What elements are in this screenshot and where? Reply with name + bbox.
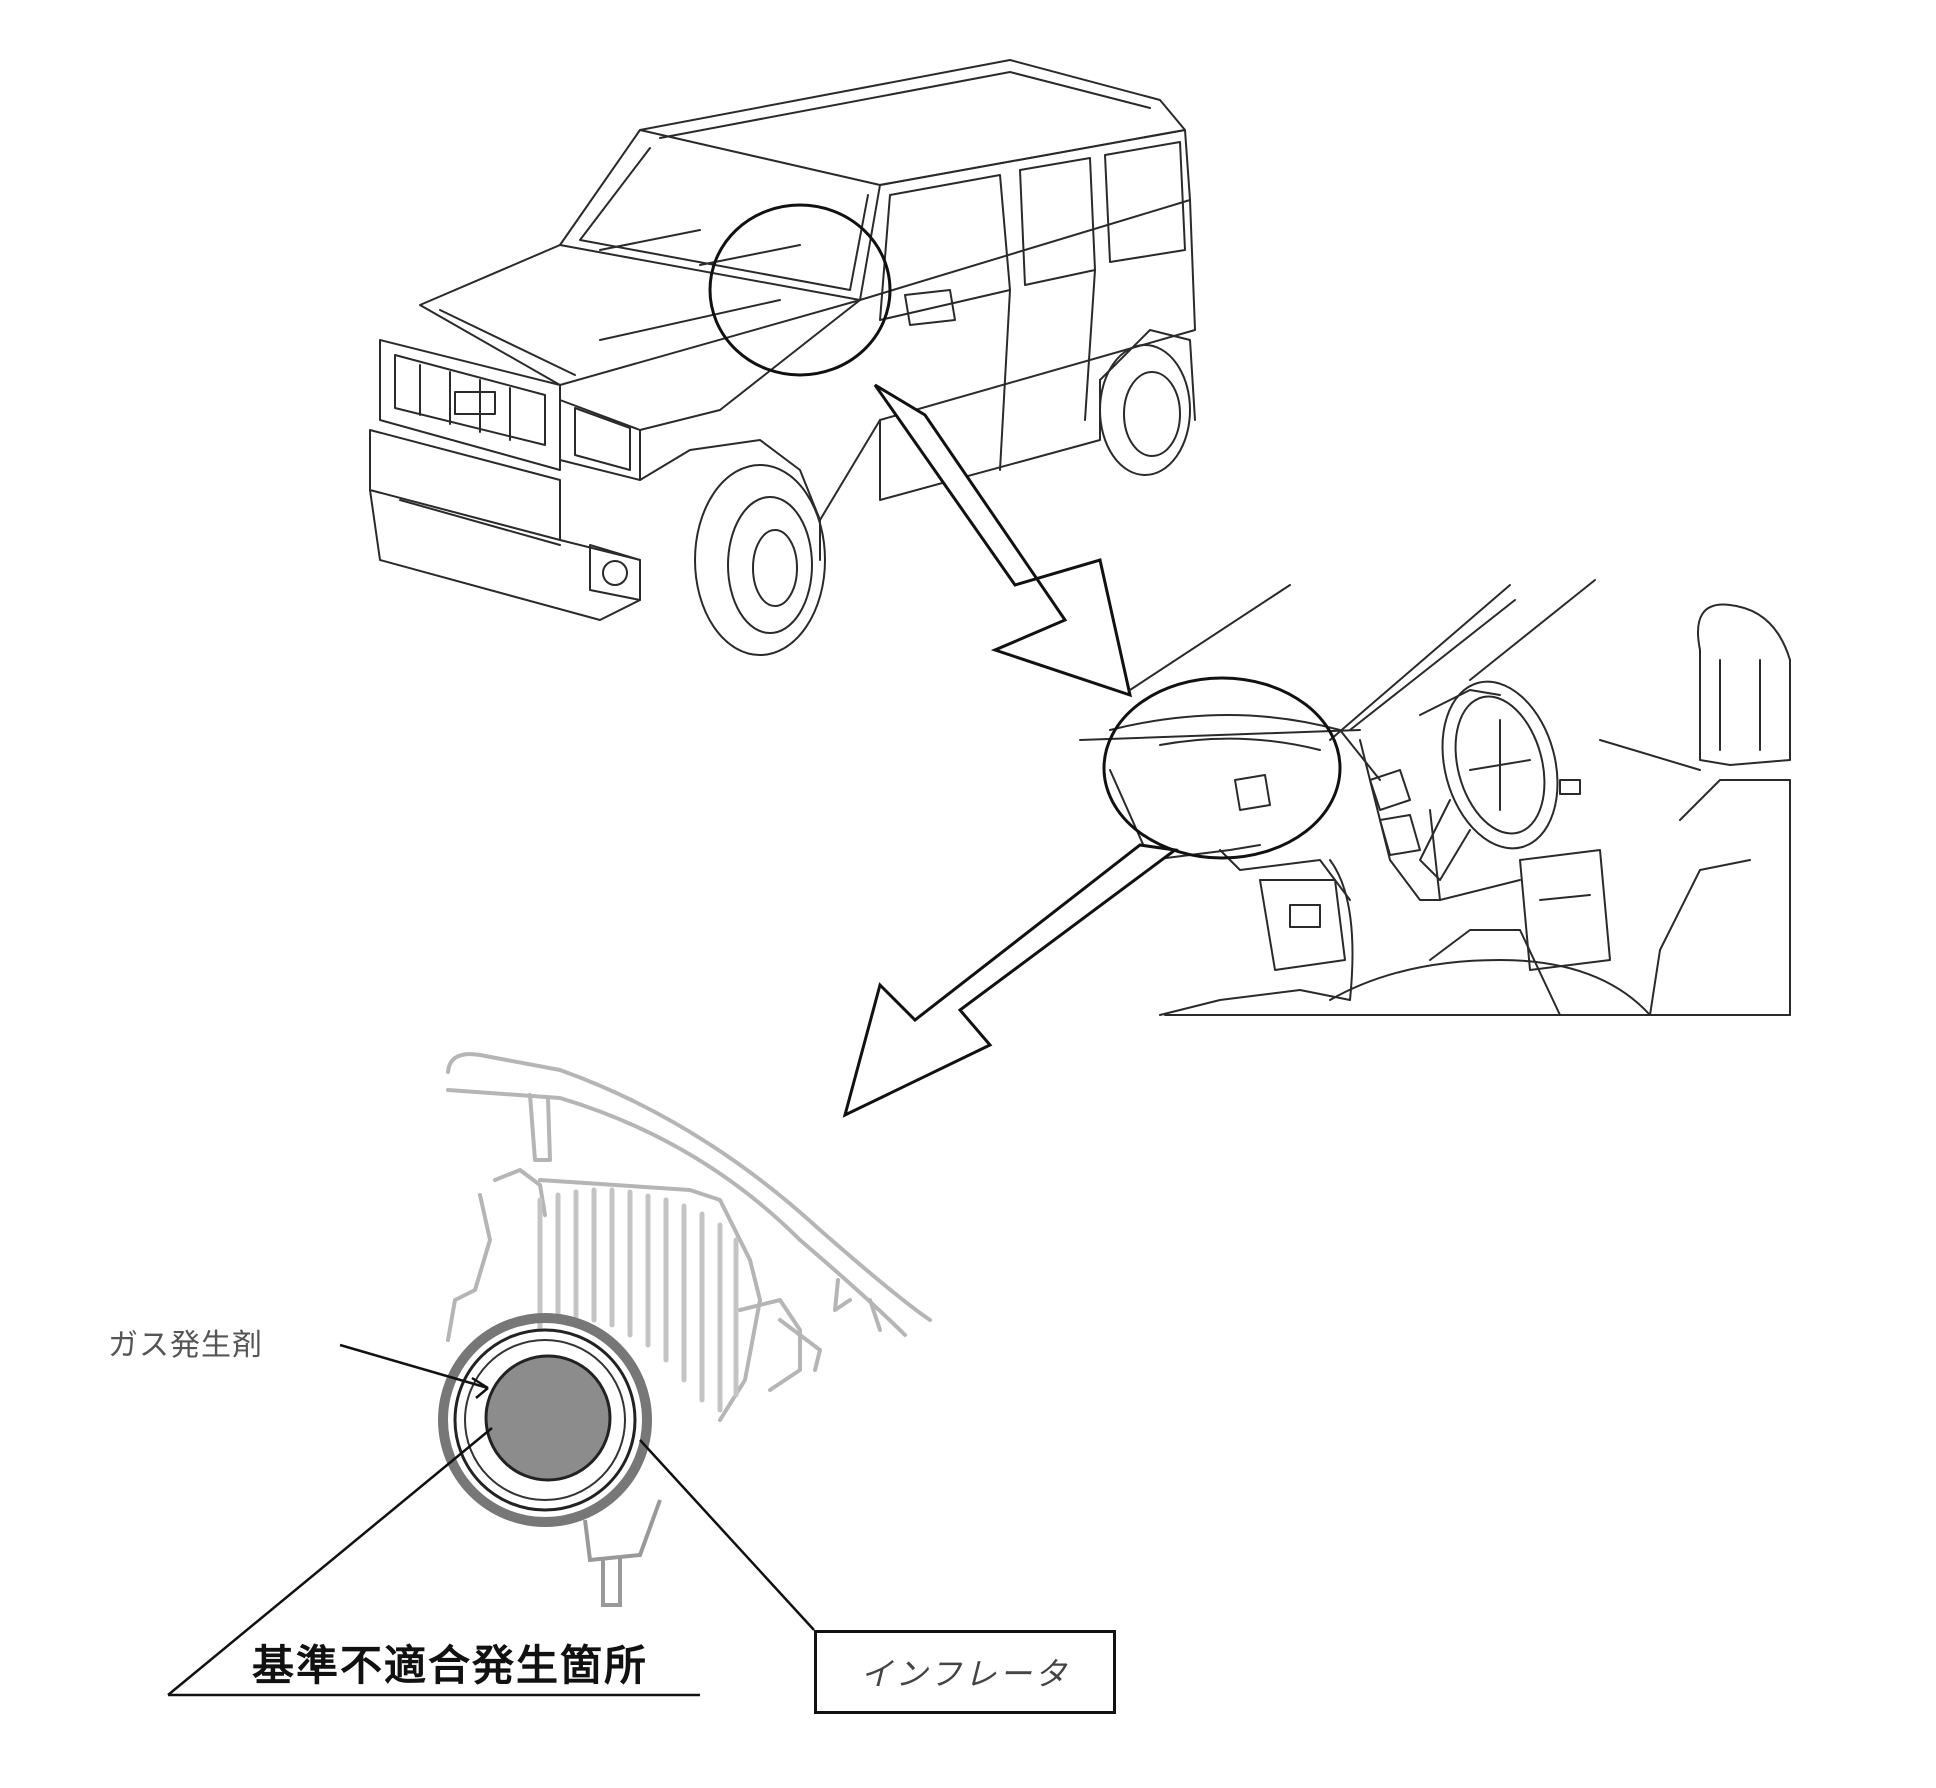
vehicle-callout-ellipse [708, 203, 892, 377]
airbag-module-drawing [446, 1052, 932, 1422]
zoom-arrow-2 [842, 843, 1179, 1118]
zoom-arrow-1 [873, 383, 1133, 698]
dashboard-callout-ellipse [1102, 676, 1342, 860]
defect-location-leader [167, 1427, 493, 1696]
leader-lines [167, 1343, 815, 1697]
inflator-leader [639, 1439, 815, 1631]
gas-generant-leader [339, 1343, 489, 1390]
inflator-label-box: インフレータ [814, 1630, 1116, 1714]
gas-generant-label: ガス発生剤 [108, 1328, 263, 1363]
nonconformity-location-label: 基準不適合発生箇所 [252, 1641, 649, 1690]
inflator-assembly [438, 1313, 662, 1607]
dashboard-drawing [1079, 579, 1791, 1016]
vehicle-drawing [369, 59, 1196, 656]
inflator-label: インフレータ [860, 1655, 1070, 1693]
inflator-housing-hatching [537, 1187, 739, 1413]
gas-generant-core [484, 1354, 612, 1482]
